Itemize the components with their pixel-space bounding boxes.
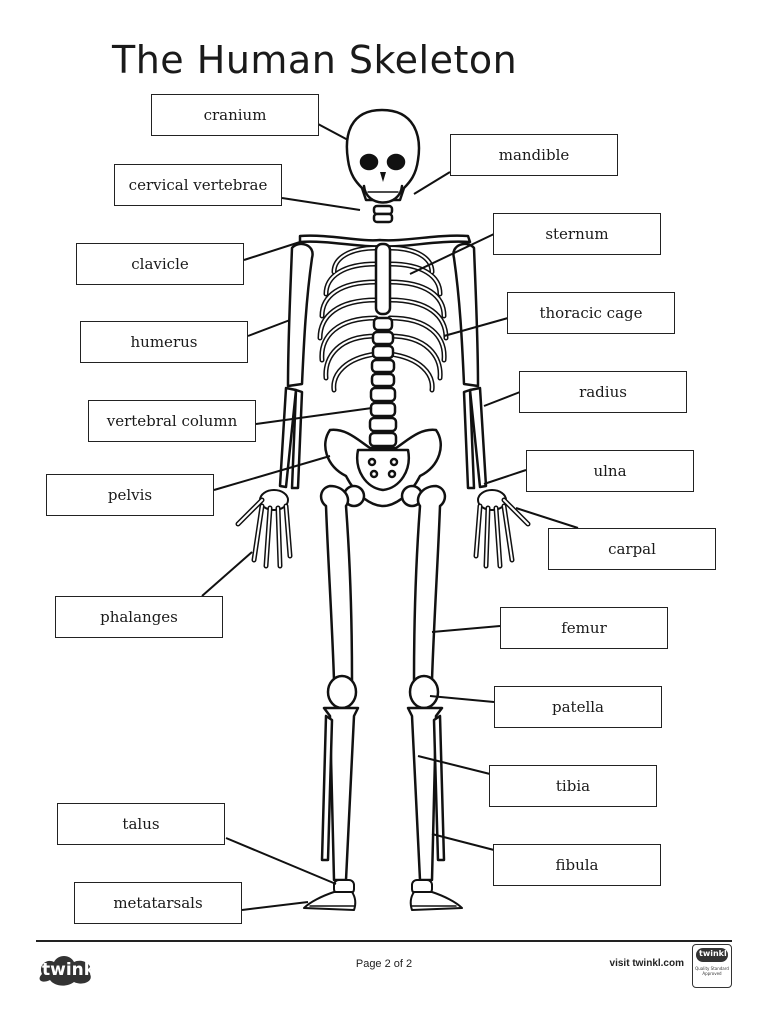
twinkl-logo[interactable]: [36, 952, 96, 986]
left-humerus: [286, 242, 314, 388]
label-thoracic-cage: thoracic cage: [507, 292, 675, 334]
right-humerus: [452, 242, 480, 388]
label-vertebral-column: vertebral column: [88, 400, 256, 442]
right-foot: [409, 879, 463, 911]
left-radius: [278, 386, 298, 489]
right-radius: [468, 386, 488, 489]
label-carpal: carpal: [548, 528, 716, 570]
skeleton-illustration: [235, 108, 531, 911]
quality-stamp-text: Quality Standard Approved: [695, 966, 729, 976]
label-pelvis: pelvis: [46, 474, 214, 516]
label-patella: patella: [494, 686, 662, 728]
label-phalanges: phalanges: [55, 596, 223, 638]
label-metatarsals: metatarsals: [74, 882, 242, 924]
label-fibula: fibula: [493, 844, 661, 886]
visit-link[interactable]: visit twinkl.com: [609, 958, 684, 969]
left-hand: [235, 489, 293, 569]
clavicle-bone: [298, 234, 472, 248]
label-cervical-vertebrae: cervical vertebrae: [114, 164, 282, 206]
label-femur: femur: [500, 607, 668, 649]
page-title: The Human Skeleton: [112, 38, 518, 82]
quality-stamp-brand: twinkl: [699, 949, 727, 958]
label-humerus: humerus: [80, 321, 248, 363]
label-talus: talus: [57, 803, 225, 845]
label-cranium: cranium: [151, 94, 319, 136]
right-hand: [473, 489, 531, 569]
right-patella: [408, 674, 440, 710]
twinkl-logo-text: twinkl: [42, 960, 101, 980]
sternum-bone: [374, 242, 392, 316]
jaw: [362, 184, 404, 204]
label-clavicle: clavicle: [76, 243, 244, 285]
left-patella: [326, 674, 358, 710]
label-tibia: tibia: [489, 765, 657, 807]
label-sternum: sternum: [493, 213, 661, 255]
leader-lines: [201, 123, 579, 911]
spine: [368, 316, 398, 448]
label-ulna: ulna: [526, 450, 694, 492]
footer-divider: [36, 940, 732, 942]
left-femur: [319, 484, 354, 682]
left-foot: [303, 879, 357, 911]
right-femur: [412, 484, 447, 682]
label-radius: radius: [519, 371, 687, 413]
page-number: Page 2 of 2: [355, 958, 413, 970]
label-mandible: mandible: [450, 134, 618, 176]
quality-stamp-badge: [696, 948, 728, 962]
